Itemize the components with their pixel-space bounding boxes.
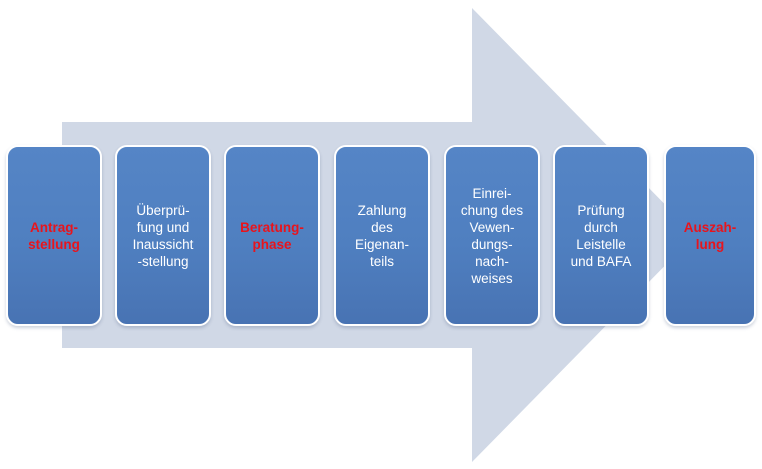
step-label-beratungphase: Beratung- phase (240, 219, 304, 252)
step-box-zahlung-eigenanteil: Zahlung des Eigenan- teils (334, 145, 430, 326)
step-box-ueberpruefung: Überprü- fung und Inaussicht -stellung (115, 145, 211, 326)
step-box-einreichung-nachweis: Einrei- chung des Vewen- dungs- nach- we… (444, 145, 540, 326)
step-label-einreichung-nachweis: Einrei- chung des Vewen- dungs- nach- we… (460, 185, 524, 286)
step-label-auszahlung: Auszah- lung (683, 219, 737, 252)
step-label-antragstellung: Antrag- stellung (28, 219, 80, 252)
step-box-antragstellung: Antrag- stellung (6, 145, 102, 326)
step-label-zahlung-eigenanteil: Zahlung des Eigenan- teils (354, 202, 410, 269)
step-label-pruefung-bafa: Prüfung durch Leistelle und BAFA (570, 202, 632, 269)
step-label-ueberpruefung: Überprü- fung und Inaussicht -stellung (132, 202, 194, 269)
step-box-auszahlung: Auszah- lung (664, 145, 756, 326)
step-box-beratungphase: Beratung- phase (224, 145, 320, 326)
step-box-pruefung-bafa: Prüfung durch Leistelle und BAFA (553, 145, 649, 326)
